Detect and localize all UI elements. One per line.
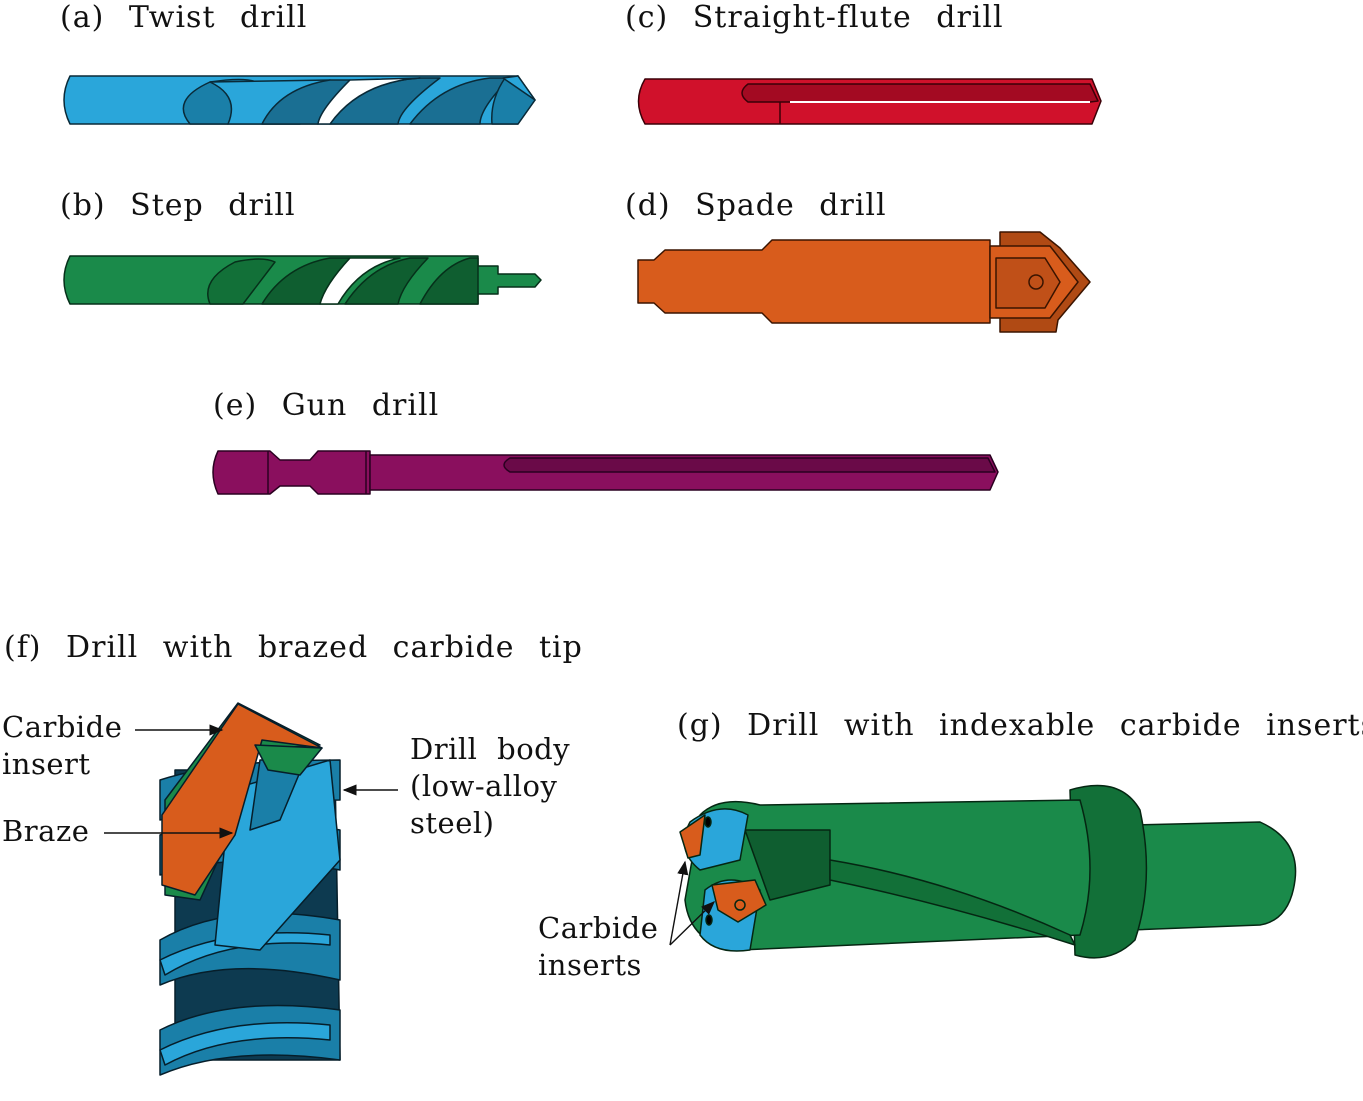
caption-brazed-carbide-drill: (f) Drill with brazed carbide tip (4, 630, 583, 665)
label-braze: Braze (2, 814, 90, 848)
label-carbide-insert-line1: Carbide (2, 710, 123, 744)
label-carbide-inserts-line2: inserts (538, 948, 642, 982)
label-carbide-insert-line2: insert (2, 747, 91, 781)
arrow-carbide-inserts-lower (669, 901, 716, 946)
label-carbide-inserts: Carbide inserts (538, 910, 658, 984)
label-carbide-insert: Carbide insert (2, 709, 122, 783)
straight-flute-drill (637, 78, 1102, 125)
label-drill-body-line3: steel) (410, 806, 495, 840)
step-drill (63, 255, 542, 305)
caption-twist-drill: (a) Twist drill (60, 0, 308, 35)
indexable-insert-drill (679, 784, 1297, 959)
label-drill-body-line2: (low-alloy (410, 769, 558, 803)
twist-drill (63, 75, 536, 125)
gun-drill (212, 450, 999, 495)
caption-straight-flute-drill: (c) Straight-flute drill (625, 0, 1004, 35)
spade-drill (637, 231, 1091, 333)
arrow-carbide-inserts-upper (669, 860, 689, 946)
label-carbide-inserts-line1: Carbide (538, 911, 659, 945)
caption-step-drill: (b) Step drill (60, 188, 296, 223)
label-drill-body-line1: Drill body (410, 732, 571, 766)
brazed-carbide-drill (159, 702, 341, 1076)
leader-arrows (104, 724, 716, 946)
caption-spade-drill: (d) Spade drill (625, 188, 887, 223)
caption-indexable-insert-drill: (g) Drill with indexable carbide inserts (677, 708, 1363, 743)
caption-gun-drill: (e) Gun drill (213, 388, 440, 423)
label-drill-body: Drill body (low-alloy steel) (410, 731, 570, 842)
